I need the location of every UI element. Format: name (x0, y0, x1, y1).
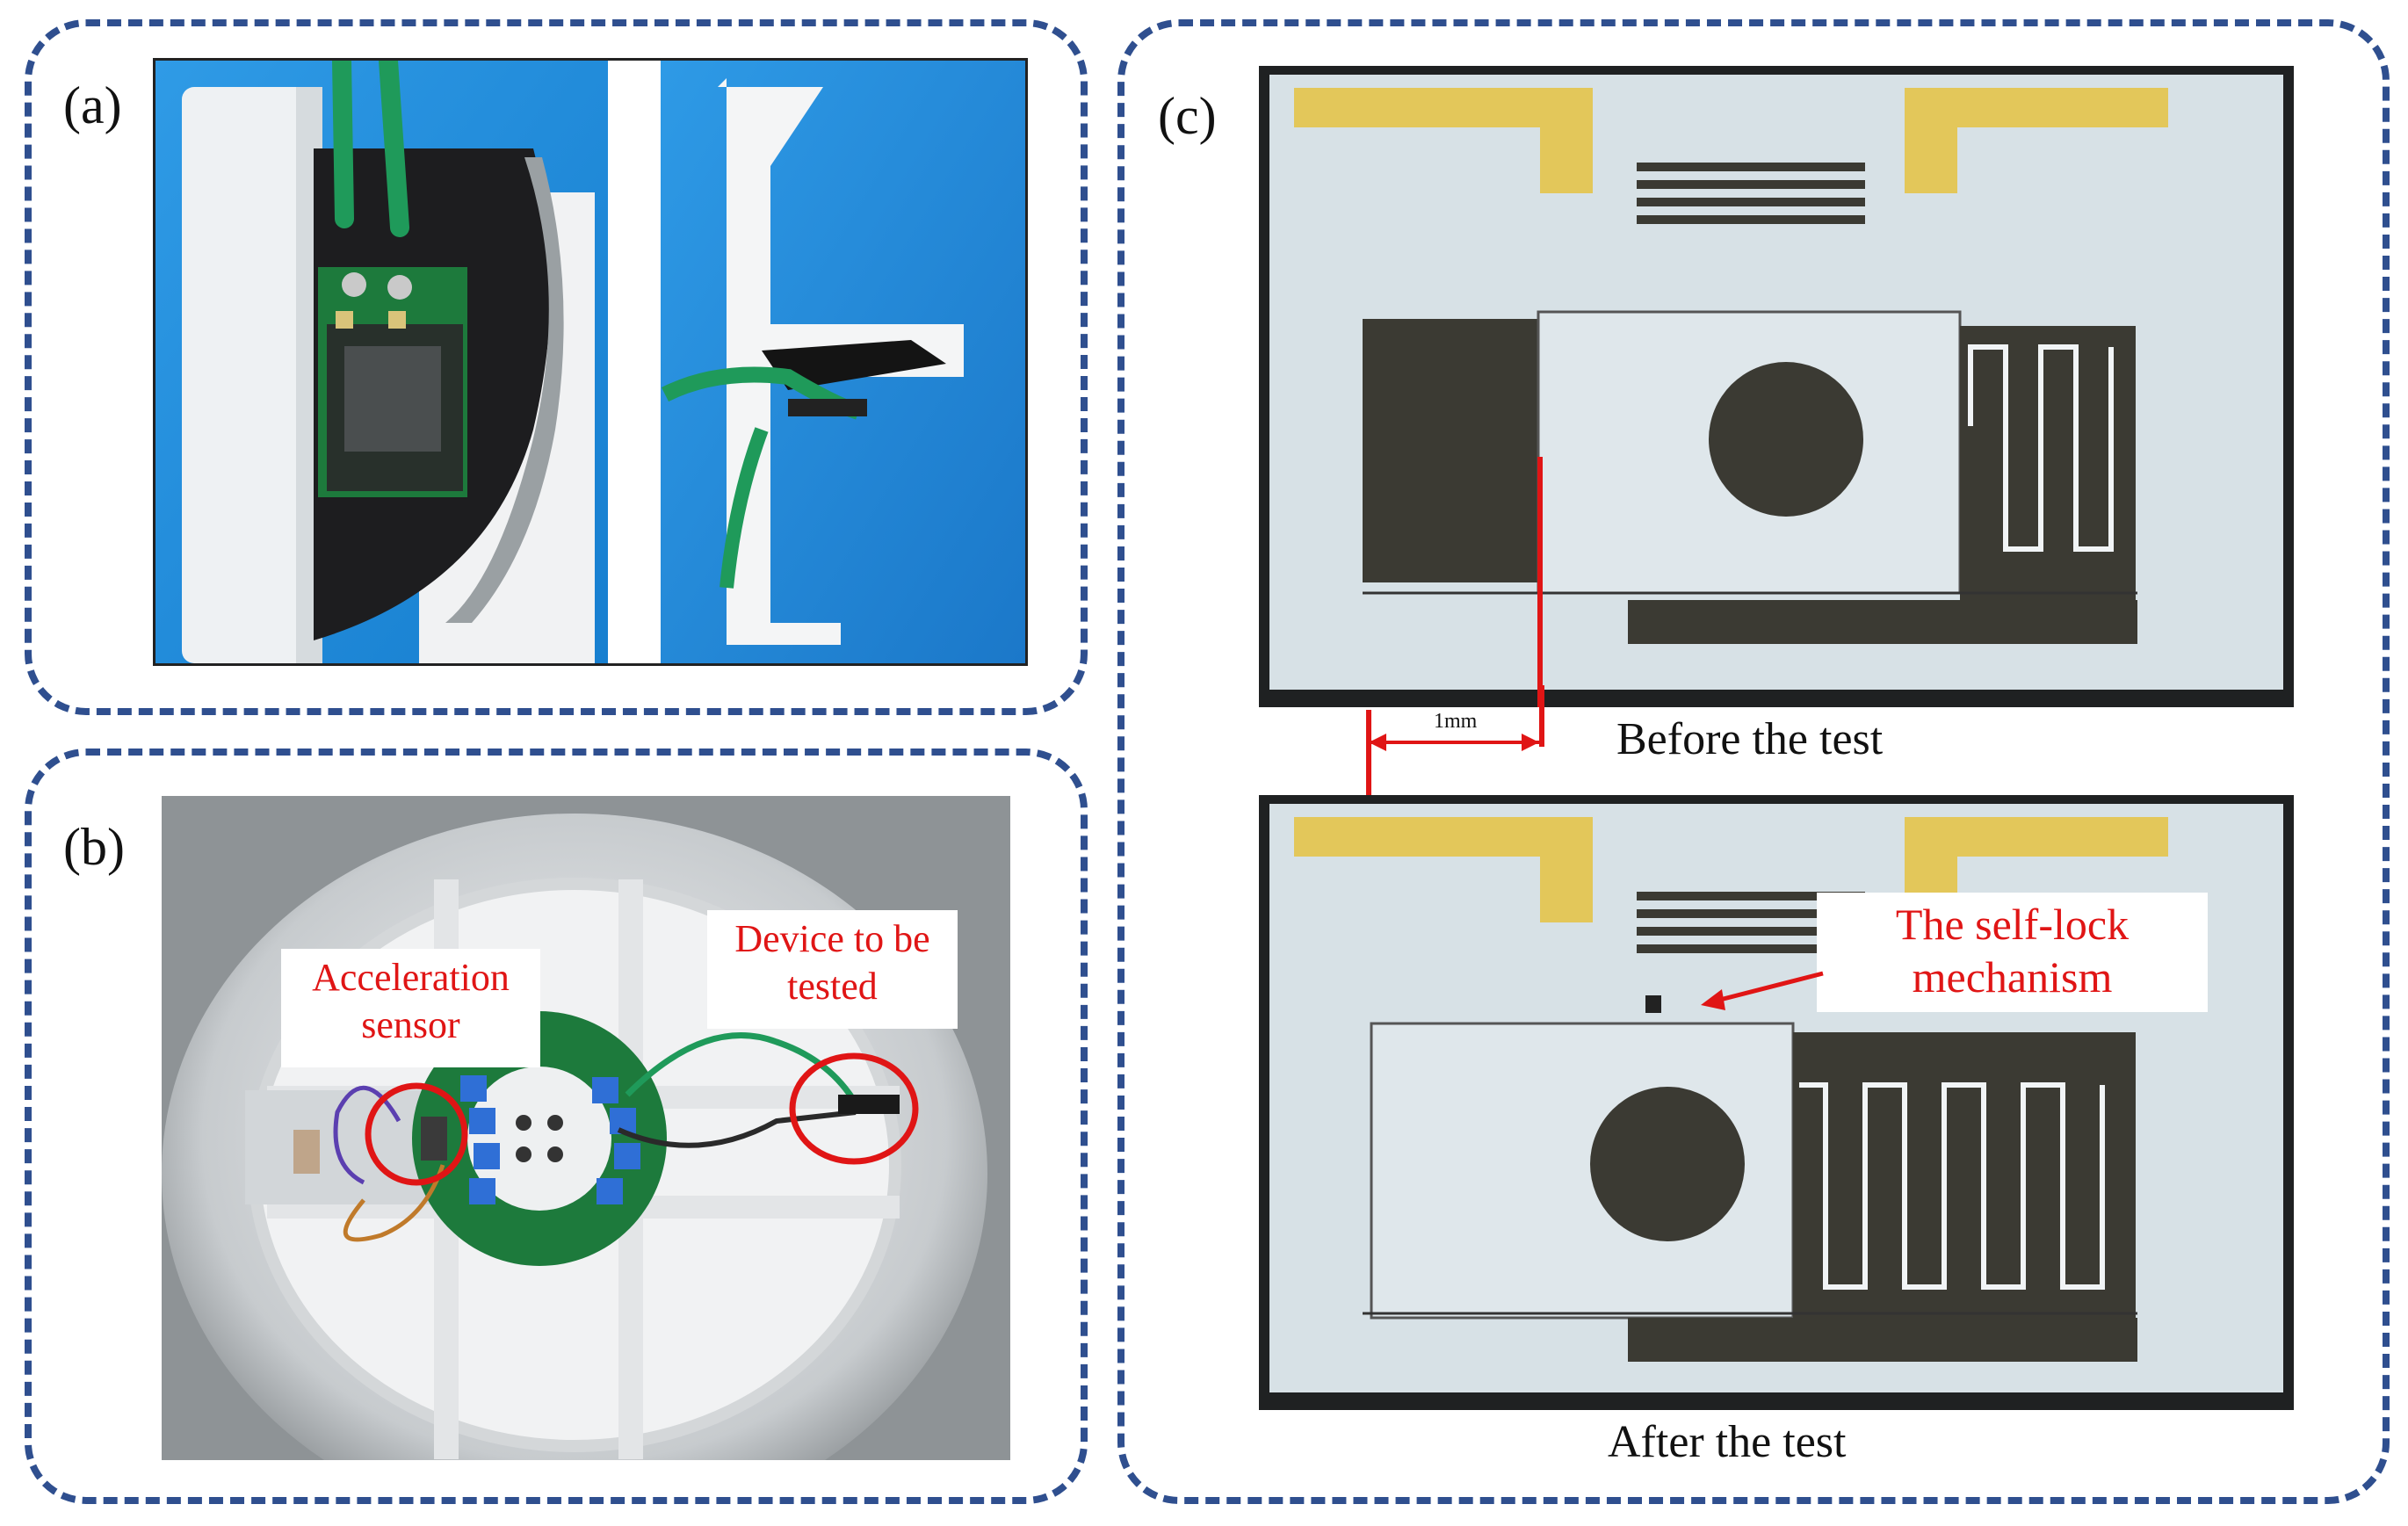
callout-self-lock-line1: The self-lock (1895, 900, 2130, 949)
scale-bar-label: 1mm (1434, 710, 1478, 733)
callout-self-lock-line2: mechanism (1912, 952, 2113, 1002)
panel-b-frame (25, 749, 1088, 1504)
callout-self-lock-mechanism: The self-lock mechanism (1817, 893, 2208, 1012)
panel-c-frame (1117, 19, 2390, 1504)
micrograph-after-test (1259, 795, 2294, 1410)
callout-acceleration-sensor-line1: Acceleration (312, 956, 510, 999)
scale-bar (1363, 707, 1548, 769)
callout-acceleration-sensor-line2: sensor (361, 1003, 460, 1046)
panel-b-photo-test-fixture (162, 796, 1010, 1460)
reference-line-right (1539, 685, 1544, 747)
caption-after-test: After the test (1608, 1417, 1847, 1467)
panel-c-label: (c) (1158, 87, 1217, 145)
panel-a-frame (25, 19, 1088, 715)
micrograph-before-test (1259, 66, 2294, 707)
callout-device-line2: tested (787, 965, 878, 1008)
callout-device-to-be-tested: Device to be tested (707, 910, 958, 1029)
self-lock-pointer-arrow (1696, 965, 1827, 1017)
panel-a-photo-sensor-mount (153, 58, 1028, 666)
caption-before-test: Before the test (1616, 714, 1884, 764)
panel-b-label: (b) (63, 818, 125, 876)
callout-device-line1: Device to be (734, 917, 930, 960)
callout-acceleration-sensor: Acceleration sensor (281, 949, 540, 1067)
panel-a-label: (a) (63, 76, 122, 134)
